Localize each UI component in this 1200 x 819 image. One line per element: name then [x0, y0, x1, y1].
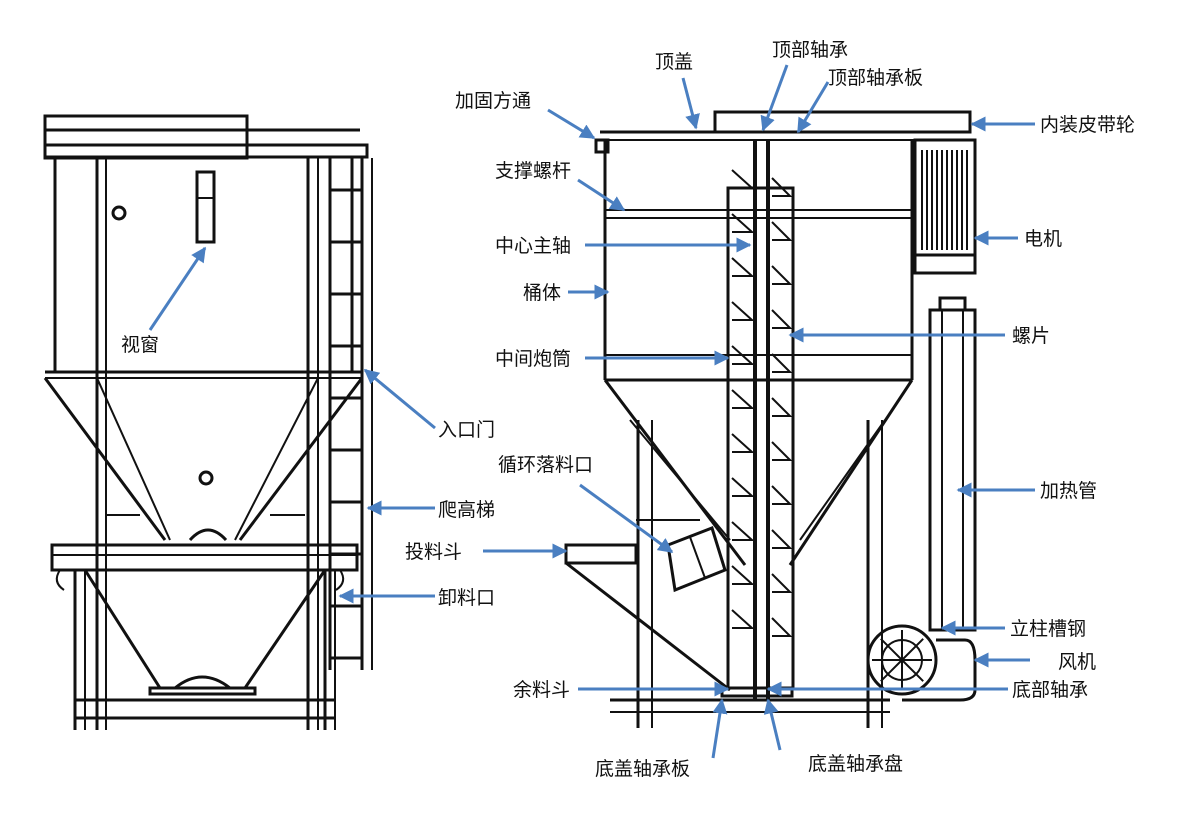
- label-reinforce-tube: 加固方通: [455, 90, 531, 112]
- blade-left: [731, 345, 755, 365]
- fan-spoke: [901, 638, 924, 661]
- blade-left: [731, 257, 755, 277]
- label-top-cover: 顶盖: [655, 51, 693, 73]
- view-window-shape: [195, 170, 216, 244]
- label-inlet-door: 入口门: [438, 419, 495, 441]
- callout-arrows: [148, 64, 1035, 759]
- label-support-screw: 支撑螺杆: [495, 160, 571, 182]
- blade-right: [771, 309, 793, 329]
- label-bottom-cover-plate: 底盖轴承板: [595, 758, 690, 780]
- blade-left: [731, 213, 755, 233]
- label-bottom-cover-disc: 底盖轴承盘: [808, 753, 903, 775]
- blade-left: [731, 301, 755, 321]
- screw-blades: [731, 169, 793, 637]
- label-barrel: 桶体: [523, 282, 561, 304]
- right-mixer-section-view: [564, 110, 977, 728]
- blade-left: [731, 389, 755, 409]
- fan-spoke: [880, 659, 903, 682]
- label-top-bearing: 顶部轴承: [772, 39, 848, 61]
- blade-left: [731, 477, 755, 497]
- fan-spoke: [901, 659, 924, 682]
- callout-labels: 视窗 入口门 爬高梯 卸料口 顶盖 顶部轴承 顶部轴承板 加固方通 内装皮带轮 …: [121, 39, 1135, 780]
- label-blade: 螺片: [1012, 325, 1050, 347]
- blade-left: [731, 433, 755, 453]
- blade-right: [771, 485, 793, 505]
- label-fan: 风机: [1058, 651, 1096, 673]
- blade-right: [771, 221, 793, 241]
- label-heating-tube: 加热管: [1040, 480, 1097, 502]
- blade-left: [731, 565, 755, 585]
- blade-right: [771, 177, 793, 197]
- blade-right: [771, 617, 793, 637]
- label-bottom-bearing: 底部轴承: [1012, 679, 1088, 701]
- fan-spokes: [872, 630, 932, 690]
- blade-right: [771, 265, 793, 285]
- blade-right: [771, 397, 793, 417]
- blade-left: [731, 521, 755, 541]
- label-motor: 电机: [1024, 228, 1062, 250]
- label-column-steel: 立柱槽钢: [1010, 618, 1086, 640]
- label-hopper: 投料斗: [405, 541, 462, 563]
- blade-right: [771, 441, 793, 461]
- label-middle-tube: 中间炮筒: [495, 348, 571, 370]
- label-view-window: 视窗: [121, 334, 159, 356]
- label-discharge: 卸料口: [438, 587, 495, 609]
- blade-left: [731, 169, 755, 189]
- label-top-bearing-plate: 顶部轴承板: [828, 67, 923, 89]
- blade-right: [771, 573, 793, 593]
- blade-right: [771, 353, 793, 373]
- label-inner-pulley: 内装皮带轮: [1040, 114, 1135, 136]
- motor-fins: [921, 150, 968, 250]
- fan-shape: [866, 624, 938, 696]
- left-mixer-front-view: [43, 114, 373, 730]
- ladder-rungs: [330, 188, 362, 660]
- label-loop-outlet: 循环落料口: [498, 454, 593, 476]
- heating-tube-shape: [928, 308, 977, 632]
- fan-spoke: [880, 638, 903, 661]
- blade-left: [731, 609, 755, 629]
- label-ladder: 爬高梯: [438, 499, 495, 521]
- label-center-shaft: 中心主轴: [495, 235, 571, 257]
- blade-right: [771, 529, 793, 549]
- label-residue-hopper: 余料斗: [513, 679, 570, 701]
